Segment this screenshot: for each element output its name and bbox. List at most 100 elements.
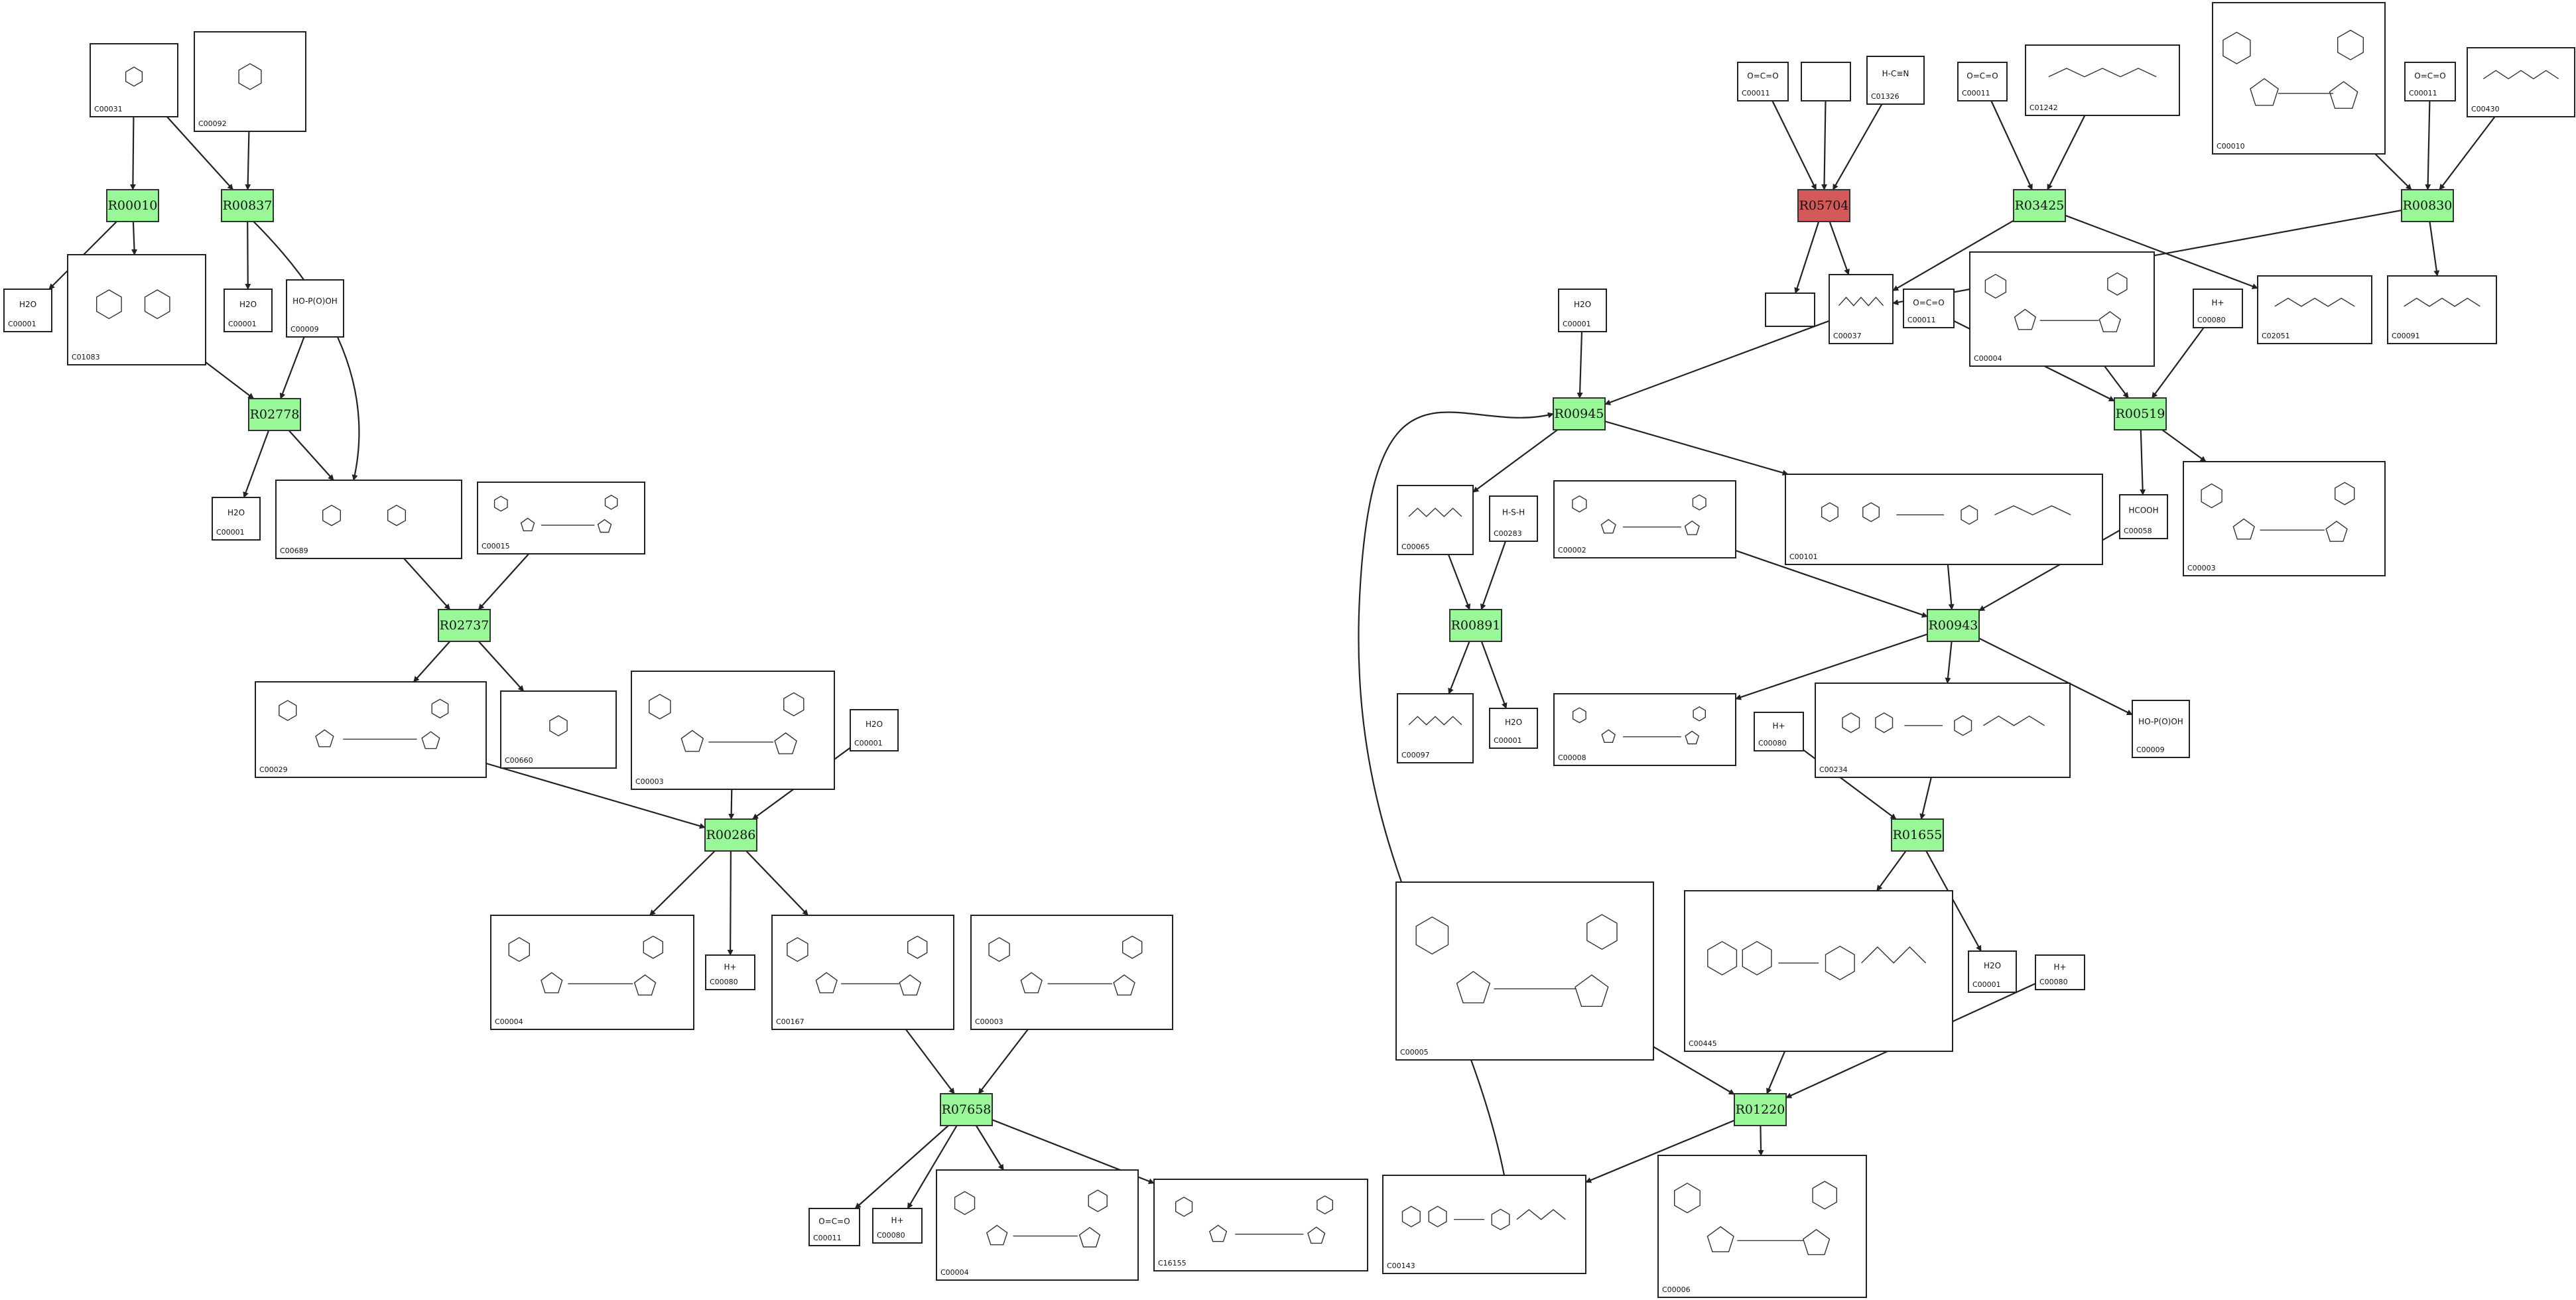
- compound-formula: H-C≡N: [1882, 69, 1909, 78]
- reaction-edge: [1472, 429, 1559, 493]
- compound-node[interactable]: C00689: [275, 480, 462, 559]
- compound-node[interactable]: C00097: [1397, 693, 1474, 763]
- reaction-edge: [1832, 103, 1883, 190]
- compound-formula: HO-P(O)OH: [2138, 717, 2183, 726]
- compound-node[interactable]: C00029: [255, 681, 487, 778]
- compound-node[interactable]: C00101: [1785, 474, 2103, 565]
- compound-node[interactable]: H+C00080: [2193, 289, 2243, 328]
- compound-node[interactable]: C00065: [1397, 485, 1474, 555]
- compound-formula: H+: [724, 962, 736, 972]
- compound-node[interactable]: C00092: [194, 31, 306, 132]
- reaction-edge: [1925, 850, 1982, 952]
- compound-node[interactable]: C02051: [2257, 275, 2372, 344]
- reaction-label: R02778: [250, 407, 300, 422]
- reaction-node[interactable]: R00519: [2114, 397, 2167, 430]
- compound-node[interactable]: C00167: [771, 915, 954, 1030]
- reaction-node[interactable]: R02778: [248, 398, 301, 431]
- reaction-edge: [1892, 220, 2014, 292]
- compound-node[interactable]: C00037: [1829, 274, 1894, 344]
- compound-formula: H-S-H: [1502, 508, 1525, 517]
- reaction-node[interactable]: R00286: [704, 818, 757, 852]
- reaction-edge: [478, 553, 530, 610]
- reaction-node[interactable]: R00891: [1449, 609, 1502, 642]
- compound-node[interactable]: H+C00080: [705, 954, 755, 990]
- reaction-edge: [1945, 641, 1953, 684]
- compound-node[interactable]: C00003: [970, 915, 1173, 1030]
- reaction-label: R01655: [1893, 828, 1943, 842]
- compound-node[interactable]: [1801, 62, 1851, 101]
- reaction-node[interactable]: R01220: [1734, 1093, 1787, 1126]
- reaction-node[interactable]: R00010: [106, 189, 159, 222]
- compound-node[interactable]: C00003: [631, 671, 835, 790]
- compound-node[interactable]: C00006: [1657, 1155, 1867, 1298]
- compound-node[interactable]: H+C00080: [2035, 954, 2085, 990]
- compound-node[interactable]: C00031: [90, 43, 178, 117]
- compound-formula: HO-P(O)OH: [292, 296, 338, 306]
- reaction-node[interactable]: R00837: [221, 189, 274, 222]
- compound-node[interactable]: C01083: [67, 254, 206, 365]
- compound-node[interactable]: C00004: [936, 1169, 1139, 1281]
- reaction-node[interactable]: R01655: [1891, 818, 1944, 852]
- compound-node[interactable]: H+ C00080: [1754, 712, 1804, 751]
- reaction-node[interactable]: R03425: [2013, 189, 2066, 222]
- compound-formula: O=C=O: [818, 1217, 850, 1226]
- compound-id: C00004: [940, 1268, 969, 1277]
- compound-id: C00006: [1662, 1285, 1691, 1294]
- reaction-node[interactable]: R00945: [1553, 397, 1606, 430]
- reaction-edge: [2047, 115, 2086, 190]
- compound-id: C00011: [1962, 89, 1990, 98]
- compound-node[interactable]: C00091: [2387, 275, 2497, 344]
- compound-node[interactable]: C00234: [1815, 682, 2071, 778]
- compound-node[interactable]: C00008: [1553, 693, 1736, 766]
- compound-node[interactable]: C00660: [500, 690, 617, 769]
- reaction-edge: [1978, 637, 2133, 716]
- compound-id: C00037: [1833, 332, 1862, 340]
- compound-node[interactable]: C16155: [1153, 1179, 1368, 1271]
- reaction-node[interactable]: R07658: [940, 1093, 993, 1126]
- compound-node[interactable]: C00143: [1382, 1175, 1586, 1274]
- reaction-label: R05704: [1799, 198, 1849, 213]
- compound-id: C00080: [1758, 739, 1787, 748]
- compound-node[interactable]: C00010: [2212, 2, 2386, 155]
- compound-node[interactable]: C00003: [2183, 461, 2386, 576]
- compound-node[interactable]: C00004: [490, 915, 694, 1030]
- compound-node[interactable]: C00430: [2467, 47, 2575, 117]
- compound-node[interactable]: C00004: [1969, 251, 2155, 367]
- compound-id: C00080: [2039, 978, 2068, 986]
- reaction-edge: [245, 131, 251, 190]
- compound-node[interactable]: H+C00080: [872, 1208, 923, 1244]
- compound-id: C00001: [228, 320, 257, 328]
- reaction-node[interactable]: R00943: [1927, 609, 1980, 642]
- reaction-node[interactable]: R00830: [2401, 189, 2454, 222]
- compound-node[interactable]: C00015: [477, 482, 645, 554]
- compound-formula: H2O: [19, 300, 36, 309]
- reaction-label: R01220: [1736, 1102, 1785, 1117]
- compound-node[interactable]: [1765, 292, 1815, 327]
- reaction-node[interactable]: R02737: [438, 609, 491, 642]
- compound-formula: H+: [1772, 721, 1785, 730]
- compound-node[interactable]: C00005: [1395, 881, 1654, 1061]
- compound-id: C00143: [1387, 1262, 1415, 1270]
- reaction-node[interactable]: R05704: [1797, 189, 1850, 222]
- compound-node[interactable]: C00002: [1553, 480, 1736, 558]
- compound-node[interactable]: C01242: [2025, 44, 2180, 116]
- compound-node[interactable]: C00445: [1684, 890, 1953, 1052]
